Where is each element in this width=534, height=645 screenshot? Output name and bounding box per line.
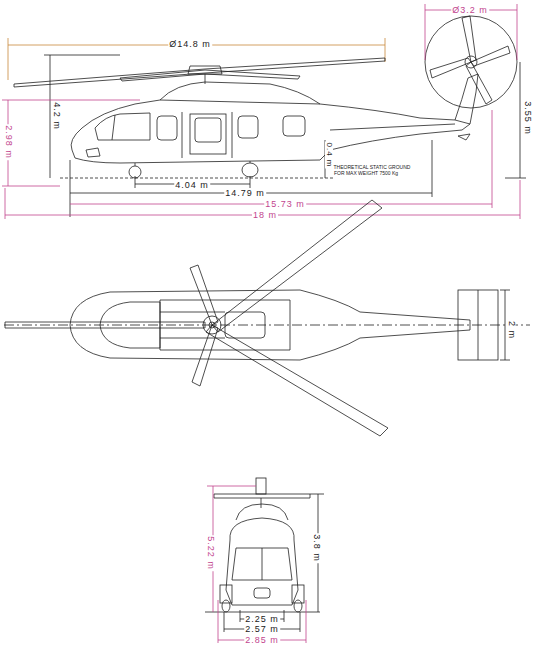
ground-note: THEORETICAL STATIC GROUND (333, 165, 412, 170)
dimension-label: 3.8 m (312, 533, 321, 563)
dimension-label: 14.79 m (224, 189, 266, 198)
dimension-label: 18 m (252, 211, 278, 220)
dimension-label: 2.98 m (4, 124, 13, 160)
dimension-label: 4.04 m (174, 181, 210, 190)
dimension-label: 15.73 m (264, 200, 306, 209)
dimension-label: 4.2 m (52, 101, 61, 131)
dimension-label: 3.55 m (523, 100, 532, 136)
dimension-label: 2.25 m (244, 615, 280, 624)
dimension-label: 2.57 m (244, 625, 280, 634)
dimension-label: 5.22 m (206, 535, 215, 571)
dimension-label: 2.85 m (244, 635, 280, 644)
dimension-label: Ø14.8 m (168, 40, 212, 49)
ground-note: FOR MAX WEIGHT 7500 Kg (333, 171, 399, 176)
dimension-label: 2 m (507, 320, 516, 340)
dimension-label: Ø3.2 m (451, 6, 489, 15)
